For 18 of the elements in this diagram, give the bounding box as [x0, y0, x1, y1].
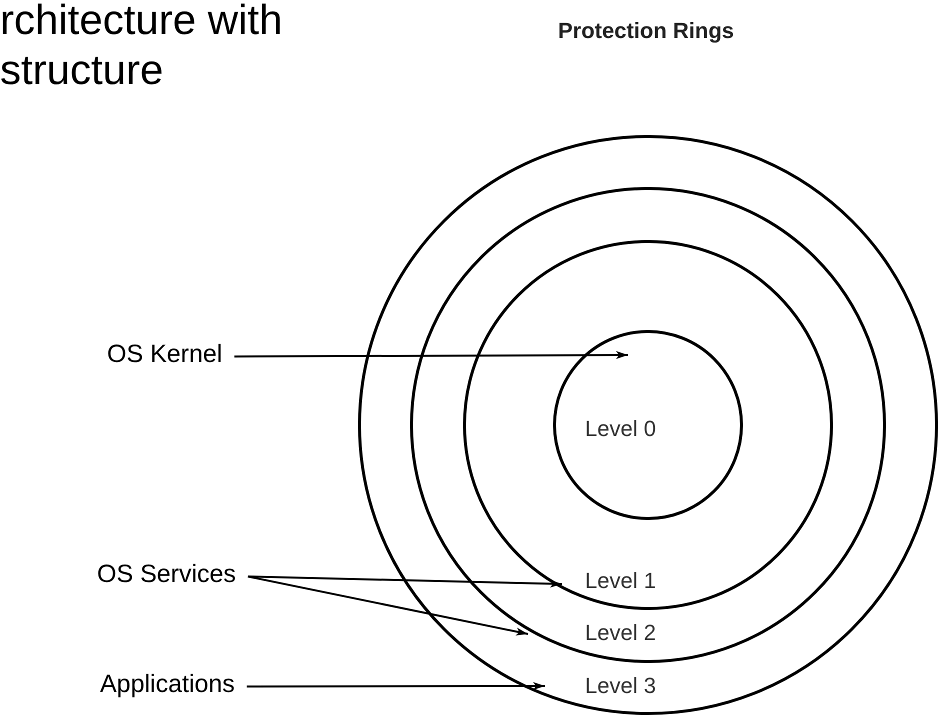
slide-heading: structure — [0, 46, 164, 94]
layer-label: OS Services — [97, 560, 236, 589]
protection-ring — [358, 135, 938, 715]
arrow — [234, 351, 628, 360]
arrow — [248, 576, 528, 636]
protection-ring — [463, 240, 833, 610]
layer-label: OS Kernel — [107, 340, 222, 369]
diagram-title: Protection Rings — [558, 18, 734, 44]
ring-label: Level 3 — [585, 673, 656, 699]
protection-ring — [553, 330, 743, 520]
ring-label: Level 1 — [585, 568, 656, 594]
ring-label: Level 2 — [585, 620, 656, 646]
layer-label: Applications — [100, 670, 235, 699]
slide-heading: rchitecture with — [0, 0, 282, 44]
arrow — [246, 682, 545, 690]
ring-label: Level 0 — [585, 416, 656, 442]
protection-ring — [410, 187, 886, 663]
arrow — [248, 576, 562, 588]
